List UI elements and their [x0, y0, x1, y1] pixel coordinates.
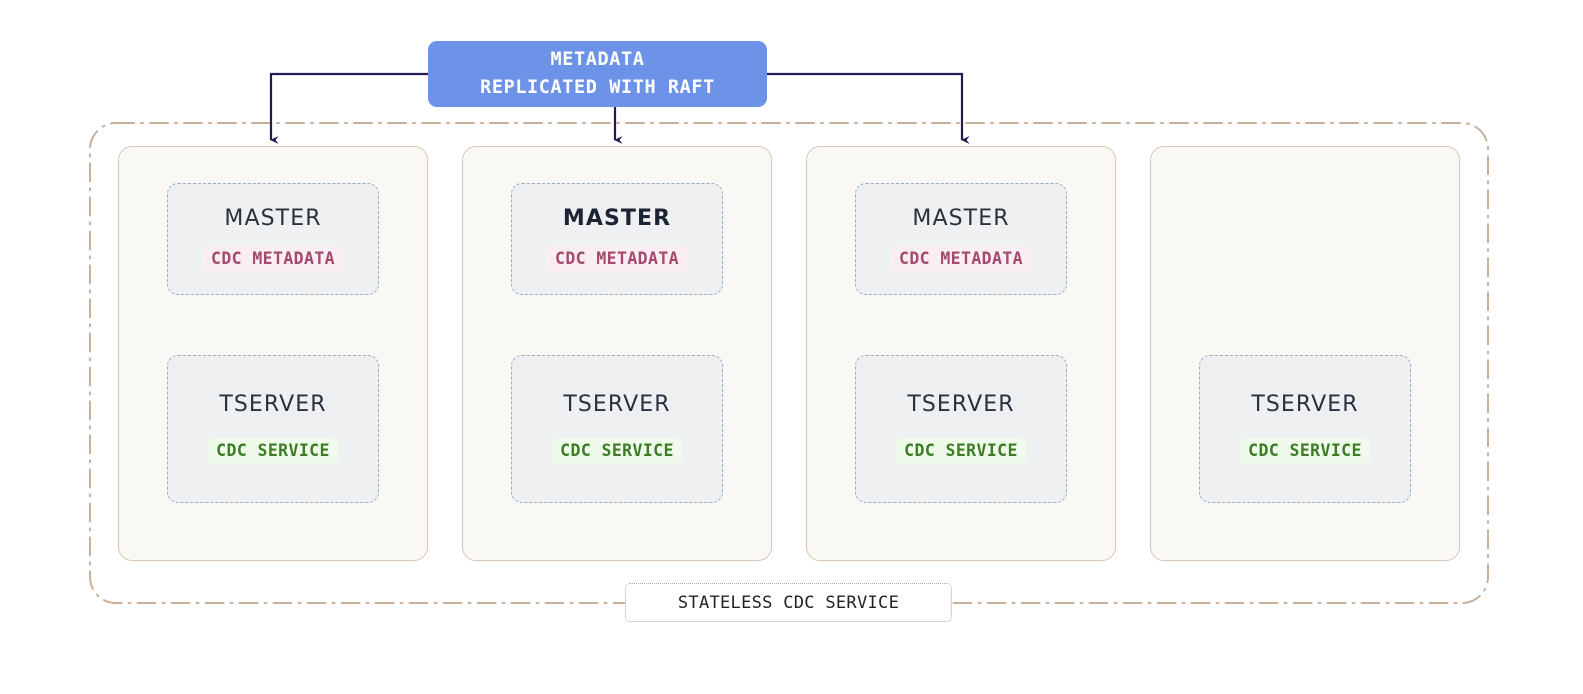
- stateless-cdc-service-caption: STATELESS CDC SERVICE: [625, 583, 952, 622]
- metadata-title-line-2: REPLICATED WITH RAFT: [480, 77, 715, 98]
- tserver-title-2: TSERVER: [563, 391, 671, 417]
- metadata-title-line-1: METADATA: [550, 48, 645, 70]
- connector-to-node-1: [269, 72, 428, 144]
- cdc-service-badge-2: CDC SERVICE: [552, 437, 682, 465]
- caption-label: STATELESS CDC SERVICE: [677, 592, 900, 613]
- tserver-process-3[interactable]: TSERVER CDC SERVICE: [855, 355, 1067, 503]
- cdc-service-badge-3: CDC SERVICE: [896, 437, 1026, 465]
- tserver-title-1: TSERVER: [219, 391, 327, 417]
- tserver-title-3: TSERVER: [907, 391, 1015, 417]
- tserver-title-4: TSERVER: [1251, 391, 1359, 417]
- cdc-service-badge-4: CDC SERVICE: [1240, 437, 1370, 465]
- connector-to-node-3: [767, 72, 970, 144]
- node-card-4[interactable]: TSERVER CDC SERVICE: [1150, 146, 1460, 561]
- cdc-metadata-badge-1: CDC METADATA: [202, 245, 343, 273]
- metadata-raft-box[interactable]: METADATA REPLICATED WITH RAFT: [428, 41, 767, 107]
- node-card-2[interactable]: MASTER CDC METADATA TSERVER CDC SERVICE: [462, 146, 772, 561]
- master-process-1[interactable]: MASTER CDC METADATA: [167, 183, 379, 295]
- cdc-metadata-badge-3: CDC METADATA: [890, 245, 1031, 273]
- node-card-3[interactable]: MASTER CDC METADATA TSERVER CDC SERVICE: [806, 146, 1116, 561]
- master-title-1: MASTER: [224, 205, 322, 231]
- cdc-metadata-badge-2: CDC METADATA: [546, 245, 687, 273]
- master-process-3[interactable]: MASTER CDC METADATA: [855, 183, 1067, 295]
- tserver-process-4[interactable]: TSERVER CDC SERVICE: [1199, 355, 1411, 503]
- tserver-process-1[interactable]: TSERVER CDC SERVICE: [167, 355, 379, 503]
- node-card-1[interactable]: MASTER CDC METADATA TSERVER CDC SERVICE: [118, 146, 428, 561]
- cdc-service-badge-1: CDC SERVICE: [208, 437, 338, 465]
- master-process-2[interactable]: MASTER CDC METADATA: [511, 183, 723, 295]
- node-cards-row: MASTER CDC METADATA TSERVER CDC SERVICE …: [118, 146, 1460, 561]
- master-title-2: MASTER: [562, 205, 672, 231]
- master-title-3: MASTER: [912, 205, 1010, 231]
- tserver-process-2[interactable]: TSERVER CDC SERVICE: [511, 355, 723, 503]
